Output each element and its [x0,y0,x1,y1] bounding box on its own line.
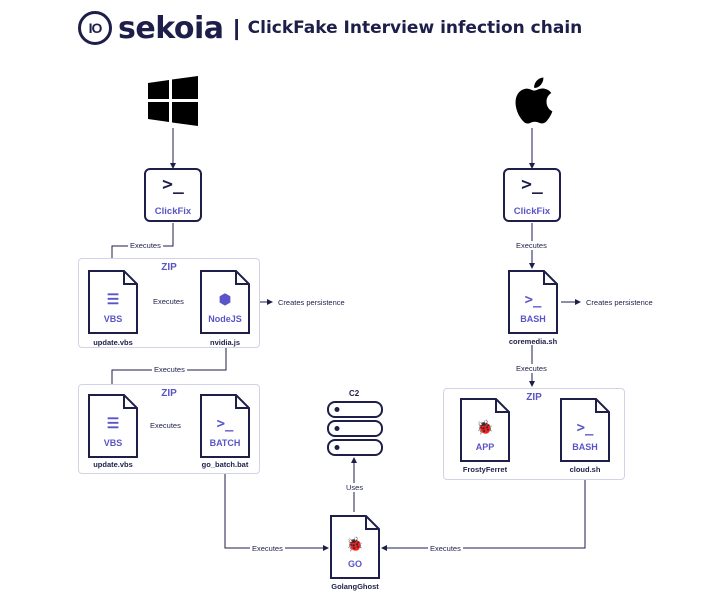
terminal-icon: >_ [521,174,543,195]
bash-file-node: >_ BASH [560,398,610,462]
edge-label-uses: Uses [344,483,366,492]
vbs-icon: ☰ [106,416,120,432]
edge-label-executes: Executes [250,544,285,553]
edge-label-executes: Executes [428,544,463,553]
file-type-label: BATCH [209,438,241,448]
title-separator: | [233,15,240,40]
edge-label-executes: Executes [128,241,163,250]
file-caption: FrostyFerret [462,465,508,474]
edge-batch-go [224,470,329,551]
edge-label-executes: Executes [514,241,549,250]
file-caption: update.vbs [93,460,133,469]
batch-file-node: >_ BATCH [200,394,250,458]
apple-logo-icon [515,77,553,124]
file-caption: nvidia.js [209,338,240,347]
bash-file-node: >_ BASH [508,270,558,334]
file-caption: coremedia.sh [508,337,558,346]
clickfix-label: ClickFix [154,206,192,217]
bug-icon: 🐞 [476,420,494,436]
persistence-label: Creates persistence [276,298,347,307]
edge-label-executes: Executes [152,365,187,374]
app-file-node: 🐞 APP [460,398,510,462]
persistence-label: Creates persistence [584,298,655,307]
file-caption: GolangGhost [331,582,379,591]
file-type-label: VBS [103,314,123,324]
terminal-icon: >_ [216,416,234,432]
edge-label-executes: Executes [514,364,549,373]
clickfix-mac-node: >_ ClickFix [503,168,561,222]
zip-label: ZIP [161,388,177,399]
edge-cloud-go [381,478,586,551]
file-caption: cloud.sh [569,465,601,474]
zip-label: ZIP [526,392,542,403]
terminal-icon: >_ [162,174,184,195]
vbs-file-node: ☰ VBS [88,270,138,334]
nodejs-file-node: ⬢ NodeJS [200,270,250,334]
nodejs-icon: ⬢ [218,292,232,308]
clickfix-windows-node: >_ ClickFix [144,168,202,222]
vbs-file-node: ☰ VBS [88,394,138,458]
bug-icon: 🐞 [346,537,364,553]
file-type-label: NodeJS [208,314,242,324]
clickfix-label: ClickFix [513,206,551,217]
terminal-icon: >_ [576,420,594,436]
edge-label-executes: Executes [148,421,183,430]
file-caption: go_batch.bat [201,460,249,469]
file-type-label: BASH [520,314,546,324]
file-type-label: BASH [572,442,598,452]
brand-name: sekoia [118,10,224,46]
file-type-label: VBS [103,438,123,448]
terminal-icon: >_ [524,292,542,308]
file-type-label: GO [347,559,362,569]
windows-logo-icon [148,76,198,126]
header: IO sekoia | ClickFake Interview infectio… [78,8,582,48]
zip-label: ZIP [161,262,177,273]
sekoia-logo-mark: IO [78,11,112,45]
vbs-icon: ☰ [106,292,120,308]
file-caption: update.vbs [93,338,133,347]
server-stack-icon [327,401,383,456]
page-title: ClickFake Interview infection chain [247,18,583,38]
c2-label: C2 [349,389,360,398]
edge-label-executes: Executes [151,297,186,306]
file-type-label: APP [475,442,495,452]
go-file-node: 🐞 GO [330,515,380,579]
